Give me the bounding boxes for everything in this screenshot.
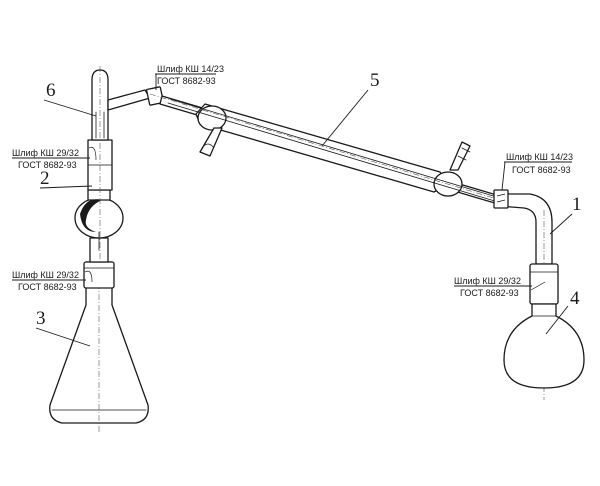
callout-1: 1: [549, 194, 582, 235]
joint-label-top-right: Шлиф КШ 14/23 ГОСТ 8682-93: [501, 152, 573, 191]
joint-label-top-left: Шлиф КШ 14/23 ГОСТ 8682-93: [155, 64, 224, 90]
round-bottom-flask: [503, 303, 585, 389]
joint-label-right-lower-line1: Шлиф КШ 29/32: [454, 276, 521, 286]
joint-label-right-lower: Шлиф КШ 29/32 ГОСТ 8682-93: [454, 276, 532, 298]
callout-3-number: 3: [36, 308, 46, 329]
callout-6: 6: [43, 80, 97, 117]
joint-label-left-upper-line1: Шлиф КШ 29/32: [12, 148, 79, 158]
receiver-adapter: [74, 189, 124, 263]
joint-label-left-lower-line2: ГОСТ 8682-93: [18, 282, 77, 292]
condenser: [149, 93, 521, 207]
joint-label-left-upper-line2: ГОСТ 8682-93: [18, 160, 77, 170]
joint-label-top-right-line1: Шлиф КШ 14/23: [506, 152, 573, 162]
callout-4-number: 4: [570, 288, 580, 309]
callout-3: 3: [35, 308, 91, 347]
vertical-still-head: [87, 66, 113, 260]
joint-label-right-lower-line2: ГОСТ 8682-93: [460, 288, 519, 298]
callout-5-number: 5: [370, 70, 380, 91]
joint-label-left-lower-line1: Шлиф КШ 29/32: [12, 270, 79, 280]
joint-label-top-left-line1: Шлиф КШ 14/23: [157, 64, 224, 74]
flask-joint-29-32: [83, 261, 115, 289]
joint-label-top-left-line2: ГОСТ 8682-93: [157, 76, 216, 86]
callout-4: 4: [545, 288, 580, 335]
callout-2: 2: [39, 168, 93, 189]
side-arm: [107, 86, 164, 111]
callout-6-number: 6: [46, 80, 56, 101]
joint-label-left-upper: Шлиф КШ 29/32 ГОСТ 8682-93: [12, 148, 90, 170]
callout-5: 5: [321, 70, 380, 147]
joint-label-top-right-line2: ГОСТ 8682-93: [512, 165, 571, 175]
callout-1-number: 1: [572, 194, 582, 215]
callout-2-number: 2: [40, 168, 50, 189]
joint-label-left-lower: Шлиф КШ 29/32 ГОСТ 8682-93: [12, 270, 86, 292]
receiver-joint-29-32: [529, 263, 559, 305]
